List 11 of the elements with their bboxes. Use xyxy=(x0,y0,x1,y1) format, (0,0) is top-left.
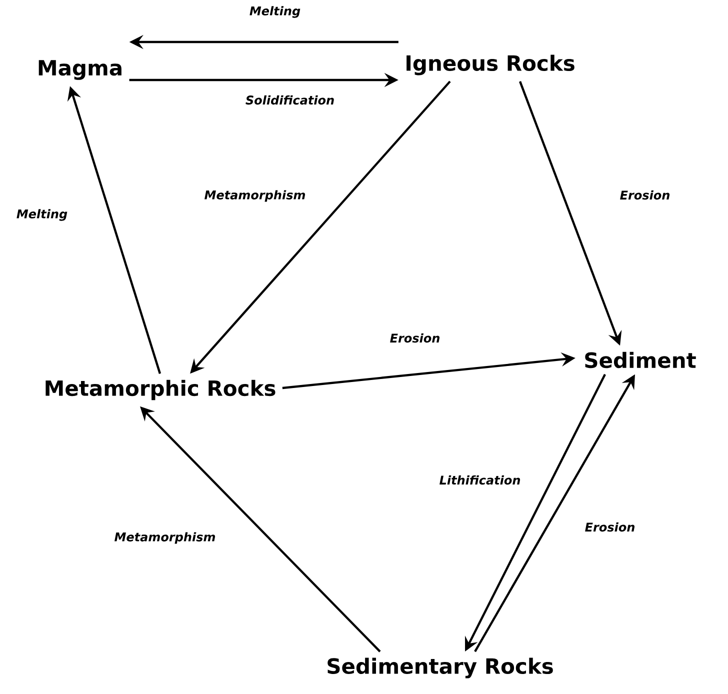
edge-label: Metamorphism xyxy=(113,531,217,545)
edge-label: Melting xyxy=(15,208,69,222)
rock-label: Magma xyxy=(38,60,122,80)
edge-label: Solidification xyxy=(244,94,336,106)
rock-label: Sediment xyxy=(585,352,696,368)
rock-label: Metamorphic Rocks xyxy=(46,380,276,400)
rock-label: Igneous Rocks xyxy=(406,54,574,76)
edge-label: Melting xyxy=(248,5,302,19)
edge-label: Metamorphism xyxy=(203,189,307,203)
edge-label: Lithification xyxy=(438,474,522,486)
rock-label: Sedimentary Rocks xyxy=(328,658,553,678)
